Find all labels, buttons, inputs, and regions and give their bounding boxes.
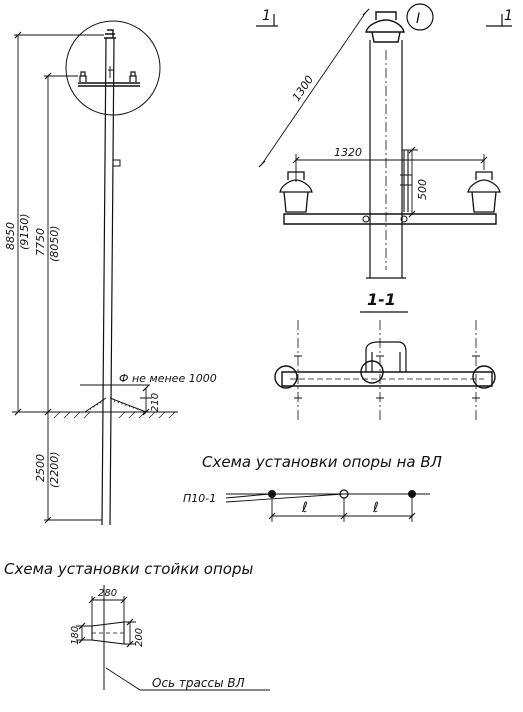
section-1-1: 1-1 — [274, 290, 496, 420]
dim-above-label: 7750 — [34, 228, 47, 256]
pole-mark-label: П10-1 — [183, 492, 216, 505]
dim-below-label: 2500 — [34, 454, 47, 482]
crossarm — [78, 82, 140, 87]
span-1-label: ℓ — [301, 500, 308, 516]
dim-total-alt-label: (9150) — [18, 213, 31, 250]
detail-mark-circle — [406, 3, 434, 31]
brace — [108, 66, 114, 78]
pole-bracket — [113, 159, 121, 167]
section-circle-left — [274, 365, 298, 389]
post-dim-ticks — [78, 596, 134, 648]
dim-ticks-detail — [258, 8, 488, 218]
dim-280-label: 280 — [98, 588, 117, 599]
section-circle-center — [360, 360, 384, 384]
dim-line-210 — [140, 388, 152, 412]
note-min-label: Ф не менее 1000 — [119, 372, 217, 385]
crossarm-insulator-right — [129, 71, 137, 82]
post-pointer — [105, 667, 270, 691]
crossarm-insulator-left — [79, 71, 87, 82]
vl-converging — [225, 493, 345, 503]
dim-above-alt-label: (8050) — [48, 225, 61, 262]
top-insulator — [104, 29, 116, 39]
dim-line-above — [44, 75, 78, 412]
dim-210-label: 210 — [150, 393, 161, 412]
section-axes — [297, 320, 477, 420]
section-insulator-stems — [294, 355, 480, 399]
vl-span-dims — [271, 498, 413, 522]
axis-label: Ось трассы ВЛ — [152, 676, 245, 690]
detail-i: 1 1 I 1300 1320 500 — [256, 3, 513, 279]
detail-post — [366, 40, 406, 279]
detail-brace — [402, 149, 409, 212]
dim-200-label: 200 — [134, 628, 145, 647]
dim-total-label: 8850 — [4, 222, 17, 250]
vl-span-ticks — [268, 512, 416, 520]
title-vl: Схема установки опоры на ВЛ — [202, 453, 442, 471]
span-2-label: ℓ — [372, 500, 379, 516]
ground-hatch — [53, 411, 176, 419]
post-dims — [76, 596, 136, 645]
scheme-post: Схема установки стойки опоры 280 180 200… — [4, 560, 270, 691]
section-arrow-right — [486, 14, 512, 27]
detail-insulator-right — [467, 171, 501, 213]
vl-pole-1 — [268, 490, 276, 498]
section-bracket — [365, 341, 407, 372]
vl-pole-3 — [408, 490, 416, 498]
section-arrow-left — [256, 14, 278, 27]
scheme-vl: Схема установки опоры на ВЛ П10-1 ℓ ℓ — [183, 453, 442, 522]
ground-dots — [89, 400, 141, 411]
ground-mound — [84, 397, 147, 413]
section-title: 1-1 — [367, 290, 396, 309]
dim-line-1320 — [295, 154, 485, 182]
title-post: Схема установки стойки опоры — [4, 560, 253, 578]
dim-500-label: 500 — [416, 179, 429, 200]
dim-below-alt-label: (2200) — [48, 451, 61, 488]
dim-180-label: 180 — [70, 626, 81, 645]
dim-1300-label: 1300 — [290, 73, 316, 103]
dim-1320-label: 1320 — [334, 146, 362, 159]
detail-mark-label: I — [416, 11, 420, 27]
section-mark-right: 1 — [504, 8, 513, 24]
section-beam — [281, 371, 493, 387]
dim-line-1300 — [261, 11, 367, 165]
dim-ticks — [14, 31, 150, 524]
pole-elevation: 8850 (9150) 7750 (8050) 2500 (2200) 210 … — [4, 20, 217, 526]
detail-crossarm-bolts — [362, 215, 408, 223]
section-mark-left: 1 — [262, 8, 271, 24]
section-circle-right — [472, 365, 496, 389]
detail-crossarm — [283, 213, 497, 225]
dim-line-below — [44, 412, 102, 521]
pole-shaft — [101, 37, 115, 526]
detail-top-insulator — [365, 11, 405, 43]
